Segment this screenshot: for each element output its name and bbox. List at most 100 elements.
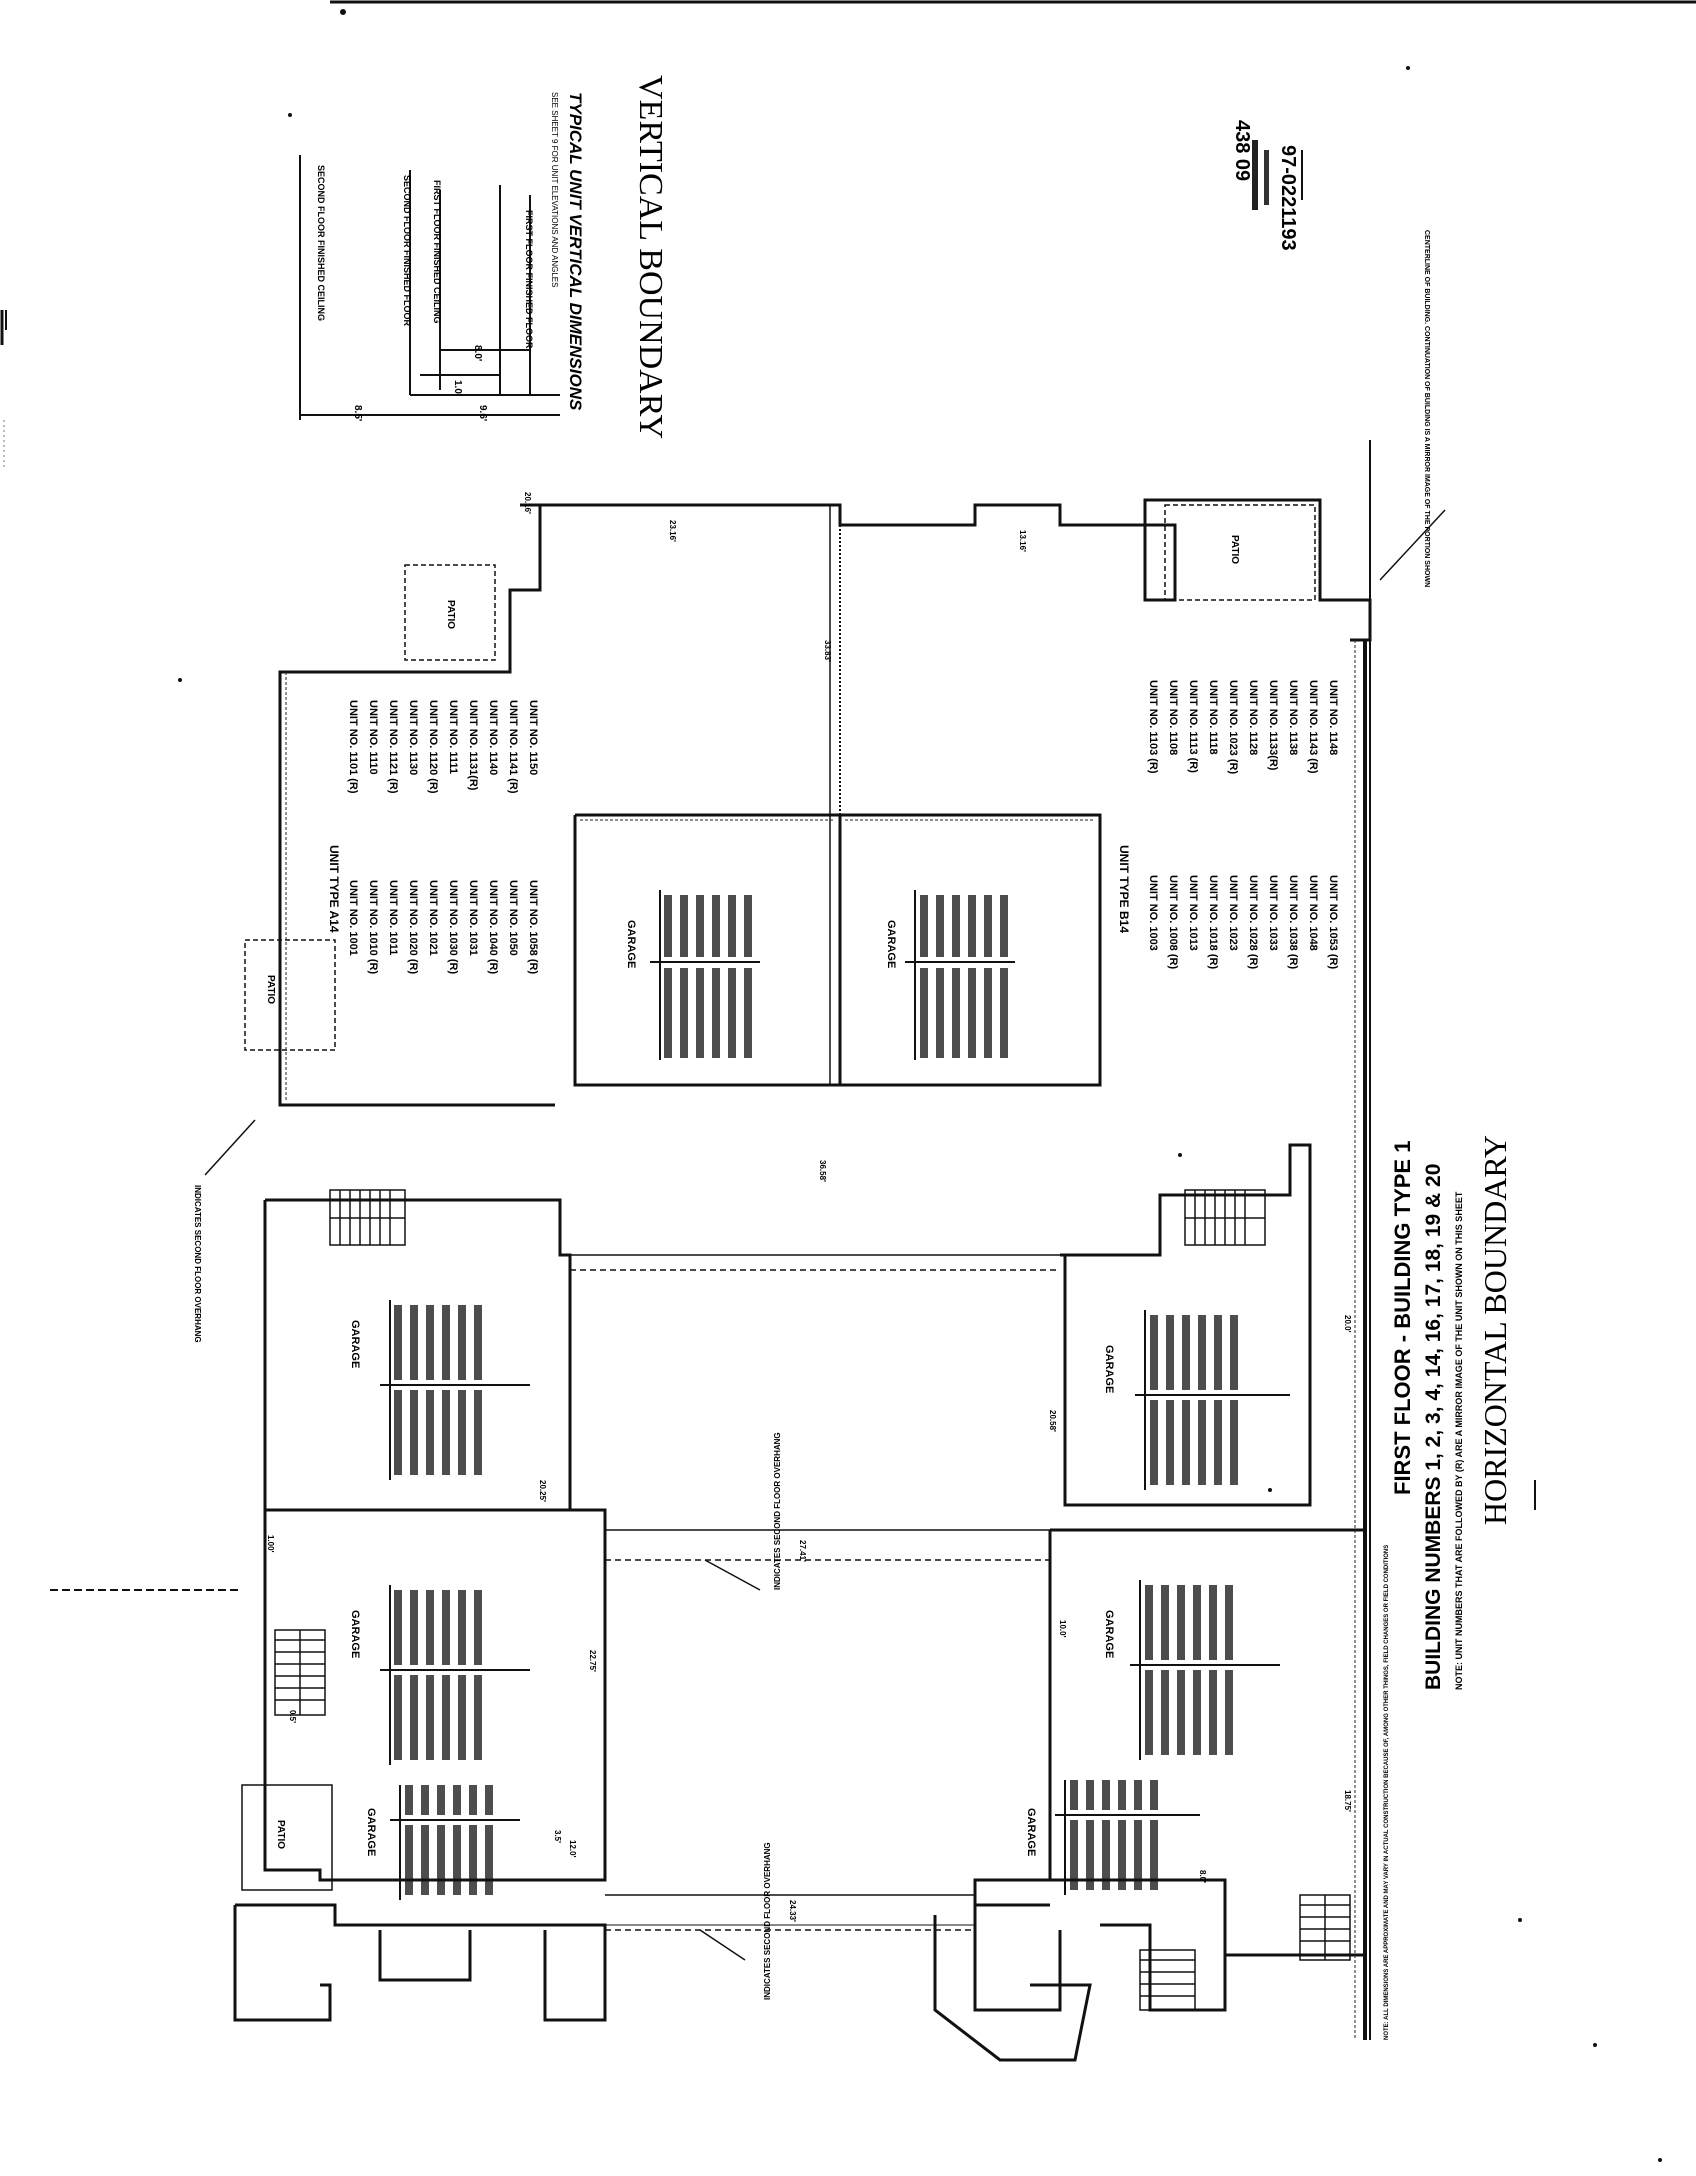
a14-unit: UNIT NO. 1030 (R)	[447, 880, 459, 974]
sheet-title: FIRST FLOOR - BUILDING TYPE 1	[1390, 1141, 1415, 1495]
dim-text: 23.16'	[668, 520, 677, 542]
doc-number: 97-0221193	[1277, 145, 1299, 251]
dim-text: 3.5'	[553, 1830, 562, 1843]
wall-hatch	[285, 640, 1356, 2040]
scan-edge-marks	[0, 310, 7, 470]
b14-unit: UNIT NO. 1128	[1247, 680, 1259, 755]
dim-text: 18.75'	[1343, 1790, 1352, 1812]
a14-unit: UNIT NO. 1040 (R)	[487, 880, 499, 974]
b14-unit: UNIT NO. 1133(R)	[1267, 680, 1279, 771]
garage-group: GARAGE GARAGE GARAGE GARAGE GARAGE GARAG…	[349, 920, 1115, 1856]
garage-label: GARAGE	[365, 1808, 377, 1856]
overhang-note-3: INDICATES SECOND FLOOR OVERHANG	[763, 1842, 772, 2000]
dim-text: 20.58'	[1048, 1410, 1057, 1432]
scan-specks	[178, 9, 1662, 2162]
b14-unit: UNIT NO. 1023	[1227, 875, 1239, 951]
garage-label: GARAGE	[1025, 1808, 1037, 1856]
patio-right	[1164, 504, 1316, 601]
stair-mid-left	[274, 1629, 326, 1716]
dim-text: 12.0'	[568, 1840, 577, 1858]
b14-unit: UNIT NO. 1018 (R)	[1207, 875, 1219, 969]
dim-text: 0.5'	[288, 1710, 297, 1723]
dim-label-4: FIRST FLOOR FINISHED FLOOR	[524, 210, 534, 349]
dim-value-3: 8.0'	[472, 345, 483, 361]
dim-value-4: 9.6'	[477, 405, 488, 421]
dim-text: 33.83'	[823, 640, 832, 662]
dim-value-2: 1.0'	[452, 380, 463, 396]
dim-text: 8.0'	[1198, 1870, 1207, 1883]
garage-label: GARAGE	[349, 1320, 361, 1368]
garage-label: GARAGE	[625, 920, 637, 968]
b14-unit: UNIT NO. 1118	[1207, 680, 1219, 755]
b14-unit: UNIT NO. 1013	[1187, 875, 1199, 951]
horizontal-boundary-label: HORIZONTAL BOUNDARY	[1477, 1135, 1513, 1525]
b14-unit: UNIT NO. 1023 (R)	[1227, 680, 1239, 774]
a14-unit: UNIT NO. 1111	[447, 700, 459, 774]
patio-label-1: PATIO	[445, 600, 456, 629]
patio-bottom-left	[241, 1784, 333, 1891]
a14-unit: UNIT NO. 1101 (R)	[347, 700, 359, 794]
b14-unit: UNIT NO. 1003	[1147, 875, 1159, 951]
dim-text: 27.41'	[798, 1540, 807, 1562]
building-outline	[233, 440, 1372, 2062]
a14-unit: UNIT NO. 1140	[487, 700, 499, 775]
b14-unit: UNIT NO. 1048	[1307, 875, 1319, 951]
b14-unit: UNIT NO. 1138	[1287, 680, 1299, 755]
dim-text: 20.16'	[523, 492, 532, 514]
b14-title: UNIT TYPE B14	[1117, 845, 1131, 933]
patio-top	[404, 564, 496, 661]
garage-label: GARAGE	[1103, 1345, 1115, 1393]
b14-unit: UNIT NO. 1103 (R)	[1147, 680, 1159, 774]
b14-unit: UNIT NO. 1008 (R)	[1167, 875, 1179, 969]
b14-unit: UNIT NO. 1033	[1267, 875, 1279, 951]
dim-text: 1.00'	[266, 1535, 275, 1553]
centerline-note: CENTERLINE OF BUILDING. CONTINUATION OF …	[1423, 230, 1430, 587]
a14-unit: UNIT NO. 1121 (R)	[387, 700, 399, 794]
dim-text: 13.16'	[1018, 530, 1027, 552]
typical-vertical-dimensions: SECOND FLOOR FINISHED CEILING SECOND FLO…	[299, 92, 585, 421]
mirror-note: NOTE: UNIT NUMBERS THAT ARE FOLLOWED BY …	[1454, 1191, 1464, 1690]
a14-unit: UNIT NO. 1001	[347, 880, 359, 956]
a14-unit: UNIT NO. 1010 (R)	[367, 880, 379, 974]
dim-text: 10.0'	[1058, 1620, 1067, 1638]
patio-label-4: PATIO	[275, 1820, 286, 1849]
stair-bottom-right	[1299, 1894, 1351, 1961]
b14-unit: UNIT NO. 1108	[1167, 680, 1179, 755]
a14-unit: UNIT NO. 1110	[367, 700, 379, 775]
dim-label-3: FIRST FLOOR FINISHED CEILING	[432, 180, 442, 324]
garage-label: GARAGE	[1103, 1610, 1115, 1658]
book-page: 438 09	[1231, 120, 1253, 181]
a14-unit: UNIT NO. 1011	[387, 880, 399, 955]
a14-unit: UNIT NO. 1058 (R)	[527, 880, 539, 974]
unit-type-a14: UNIT TYPE A14 UNIT NO. 1001 UNIT NO. 101…	[327, 700, 539, 974]
garage-label: GARAGE	[885, 920, 897, 968]
title-block: FIRST FLOOR - BUILDING TYPE 1 BUILDING N…	[1390, 1135, 1536, 1690]
a14-unit: UNIT NO. 1031	[467, 880, 479, 956]
unit-type-b14: UNIT TYPE B14 UNIT NO. 1003 UNIT NO. 100…	[1117, 680, 1339, 969]
b14-unit: UNIT NO. 1143 (R)	[1307, 680, 1319, 774]
typical-dims-subtitle: SEE SHEET 9 FOR UNIT ELEVATIONS AND ANGL…	[550, 92, 559, 287]
dimension-labels: 20.16' 23.16' 33.83' 36.58' 27.41' 24.33…	[266, 492, 1352, 1922]
a14-unit: UNIT NO. 1021	[427, 880, 439, 956]
patio-left	[244, 939, 336, 1051]
a14-unit: UNIT NO. 1131(R)	[467, 700, 479, 791]
b14-unit: UNIT NO. 1148	[1327, 680, 1339, 755]
dim-value-1: 8.5'	[352, 405, 363, 421]
recording-stamp: 438 09 97-0221193	[1231, 120, 1303, 251]
a14-unit: UNIT NO. 1050	[507, 880, 519, 956]
vertical-boundary-label: VERTICAL BOUNDARY	[632, 75, 669, 439]
dim-text: 36.58'	[818, 1160, 827, 1182]
dim-text: 20.0'	[1343, 1315, 1352, 1333]
a14-title: UNIT TYPE A14	[327, 845, 341, 933]
stair-upper-left	[329, 1189, 406, 1246]
building-numbers: BUILDING NUMBERS 1, 2, 3, 4, 14, 16, 17,…	[1422, 1164, 1445, 1690]
dim-label-2: SECOND FLOOR FINISHED FLOOR	[402, 175, 412, 327]
stair-bottom-center	[1139, 1949, 1196, 2011]
garage-label: GARAGE	[349, 1610, 361, 1658]
a14-unit: UNIT NO. 1141 (R)	[507, 700, 519, 794]
typical-dims-title: TYPICAL UNIT VERTICAL DIMENSIONS	[566, 92, 585, 411]
b14-unit: UNIT NO. 1113 (R)	[1187, 680, 1199, 773]
overhang-note-1: INDICATES SECOND FLOOR OVERHANG	[193, 1185, 202, 1343]
a14-unit: UNIT NO. 1150	[527, 700, 539, 775]
dim-label-1: SECOND FLOOR FINISHED CEILING	[316, 165, 326, 321]
